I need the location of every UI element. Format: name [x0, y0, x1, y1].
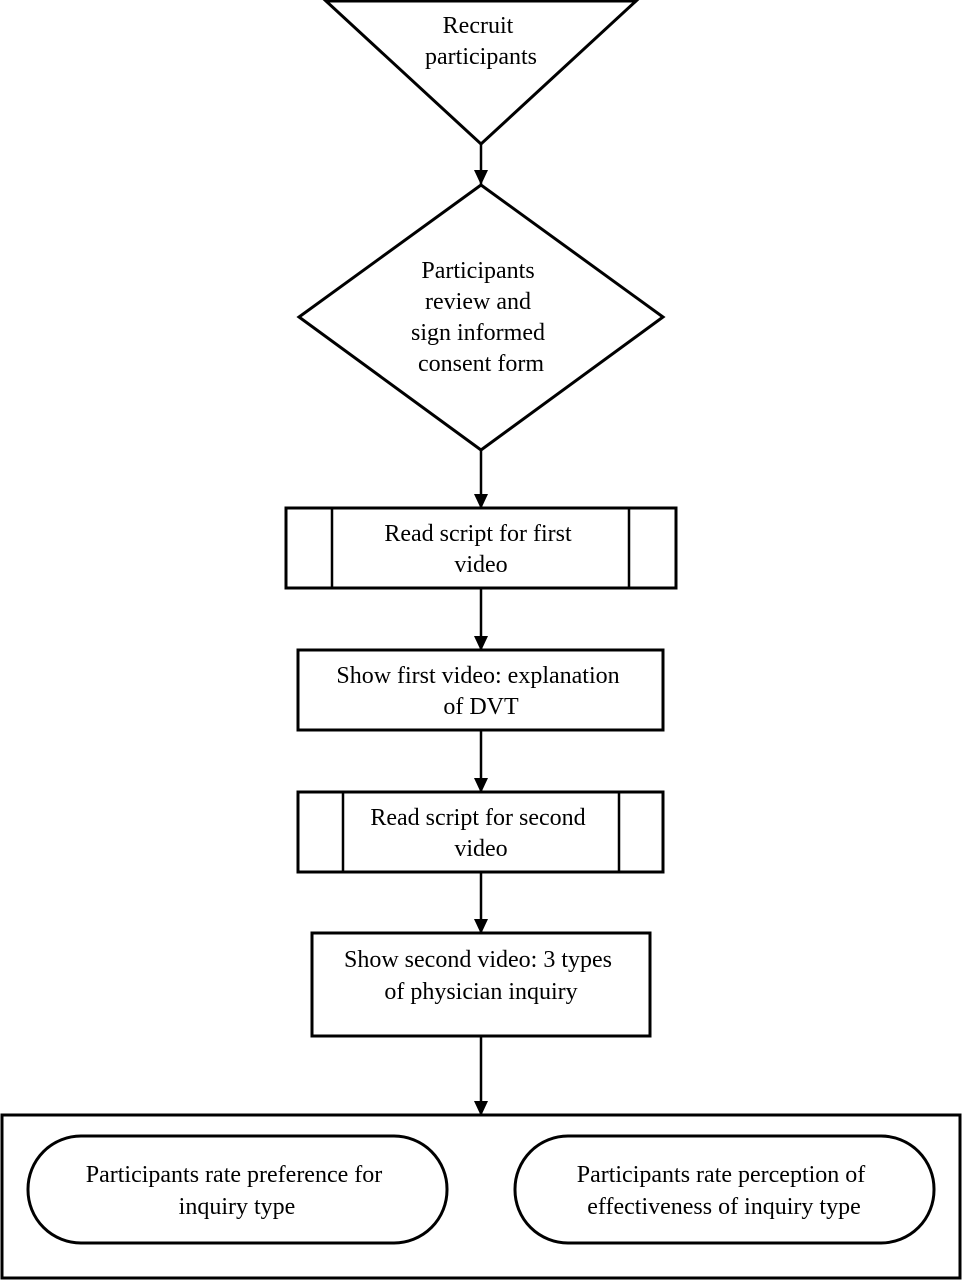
rate-preference-node: Participants rate preference for inquiry… — [26, 1134, 449, 1245]
rate-effectiveness-node: Participants rate perception of effectiv… — [513, 1134, 936, 1245]
show-first-video-node: Show first video: explanation of DVT — [296, 648, 665, 732]
show-first-video-label: Show first video: explanation of DVT — [336, 663, 625, 720]
show-second-video-label: Show second video: 3 types of physician … — [344, 947, 618, 1005]
rate-effectiveness-label: Participants rate perception of effectiv… — [577, 1162, 872, 1220]
read-script-second-node: Read script for second video — [296, 790, 665, 874]
read-script-first-node: Read script for first video — [284, 506, 678, 590]
consent-label: Participants review and sign informed co… — [411, 258, 551, 377]
rate-preference-label: Participants rate preference for inquiry… — [86, 1162, 389, 1220]
read-script-second-label: Read script for second video — [370, 805, 591, 862]
read-script-first-label: Read script for first video — [384, 521, 577, 578]
show-second-video-node: Show second video: 3 types of physician … — [310, 931, 652, 1038]
recruit-label: Recruit participants — [425, 13, 537, 70]
consent-decision-node: Participants review and sign informed co… — [296, 183, 666, 452]
recruit-participants-node: Recruit participants — [322, 0, 640, 147]
